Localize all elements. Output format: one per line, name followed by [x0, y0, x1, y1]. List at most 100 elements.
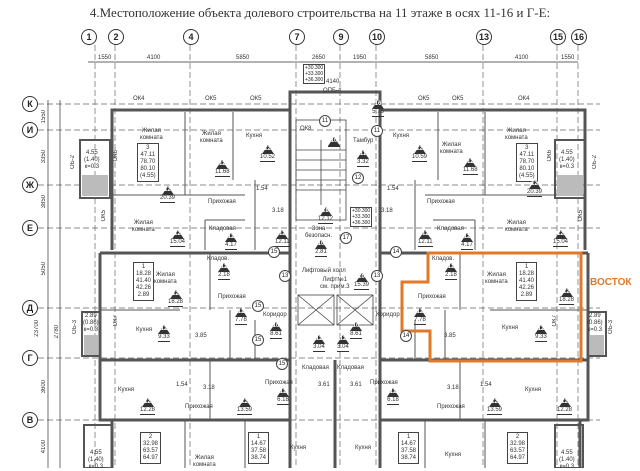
axis-marker-7: 7 [289, 29, 305, 45]
small-area: 3.61 [350, 382, 362, 388]
opening-label: ОК8 [300, 126, 312, 132]
floor-triangle-icon: 12 [161, 186, 174, 195]
room-name: Кладовая [302, 365, 329, 371]
apartment-info: 1 18.28 41.40 42.26 2.89 [133, 262, 155, 301]
room-name: Кухня [246, 133, 263, 139]
dimension-left: 3350 [41, 150, 47, 164]
balcony-area: 2.89 (0.86) к=0.3 [587, 313, 603, 333]
small-area: 3.18 [447, 385, 459, 391]
room-name: Кухня [525, 387, 542, 393]
dimension-top: 1550 [98, 55, 112, 61]
floor-triangle-icon: 12 [414, 308, 426, 317]
page-title: 4.Местоположение объекта долевого строит… [89, 5, 551, 20]
stair-and-lifts [295, 119, 374, 326]
room-name: Жилая комната [505, 128, 528, 141]
room-name: Коридор [263, 312, 287, 318]
axis-marker-k: К [22, 96, 38, 112]
room-name: Жилая комната [193, 455, 216, 468]
dimension-top: 4100 [147, 55, 161, 61]
floor-triangle-icon: 12 [554, 230, 567, 239]
room-name: Лифт№1 см. прим.3 [320, 277, 350, 290]
opening-label: ОБ-3 [608, 320, 614, 334]
circle-marker: 13 [279, 270, 291, 282]
circle-marker: 14 [400, 330, 412, 342]
room-name: Прихожая [208, 199, 236, 205]
floor-triangle-icon: 12 [337, 335, 349, 344]
circle-marker: 13 [371, 270, 383, 282]
floor-triangle-icon: 12 [158, 325, 170, 334]
room-name: Кладовая [209, 226, 236, 232]
dimension-left: 5050 [41, 262, 47, 276]
opening-label: ОК7 [552, 315, 558, 327]
floor-triangle-icon: 12 [488, 398, 501, 407]
small-area: 3.18 [203, 385, 215, 391]
room-name: Кухня [393, 133, 410, 139]
room-name: Прихожая [370, 380, 398, 386]
floor-triangle-icon: 12 [528, 180, 541, 189]
room-name: Кухня [355, 445, 372, 451]
room-name: Кухня [502, 325, 519, 331]
elevation-box: +30.300 +33.300 +36.300 [350, 207, 373, 227]
small-area: 3.85 [195, 333, 207, 339]
floor-triangle-icon: 12 [419, 230, 432, 239]
floor-triangle-icon: 12 [218, 263, 230, 272]
room-name: Жилая комната [140, 128, 163, 141]
room-name: Жилая комната [132, 220, 155, 233]
circle-marker: 11 [371, 125, 383, 137]
axis-marker-9: 9 [333, 29, 349, 45]
axis-marker-1: 1 [81, 29, 97, 45]
dimension-top: 5850 [236, 55, 250, 61]
room-name: Кухня [290, 445, 307, 451]
small-area: 1.54 [176, 382, 188, 388]
balcony-hatching [82, 175, 604, 355]
floor-triangle-icon: 12 [560, 288, 573, 297]
opening-label: ОК5 [578, 210, 584, 222]
floor-triangle-icon: 12 [535, 325, 547, 334]
floor-triangle-icon: 10 [270, 322, 282, 331]
balcony-area: 4.55 (1.40) к=0.3 [559, 150, 575, 170]
small-area: 1.54 [256, 186, 268, 192]
room-area: 10 [328, 137, 340, 147]
small-area: 3.18 [381, 208, 393, 214]
dimension-left: 1550 [41, 110, 47, 124]
axis-marker-zh: Ж [22, 177, 38, 193]
apartment-info: 1 14.67 37.58 38.74 [398, 432, 420, 464]
room-name: Прихожая [265, 380, 293, 386]
floor-triangle-icon: 10 [350, 322, 362, 331]
circle-marker: 14 [390, 246, 402, 258]
apartment-info: 3 47.11 78.70 80.10 (4.55) [516, 143, 538, 182]
apartment-info-highlighted: 1 18.28 41.40 42.26 2.89 [516, 262, 538, 301]
circle-marker: 15 [252, 300, 264, 312]
room-name: Кухня [445, 452, 462, 458]
opening-label: ОК6 [113, 150, 119, 162]
circle-marker: 15 [276, 358, 288, 370]
axis-marker-i: И [22, 122, 38, 138]
dimension-top: 5850 [425, 55, 439, 61]
room-name: Коридор [376, 312, 400, 318]
floor-triangle-icon: 12 [171, 230, 184, 239]
apartment-info: 2 32.98 63.57 64.97 [140, 432, 162, 464]
balcony-area: 4.55 (1.40) к=0.3 [559, 450, 575, 470]
opening-label: ОК4 [518, 96, 530, 102]
circle-marker: 12 [352, 172, 364, 184]
opening-label: ОК6 [547, 150, 553, 162]
floor-triangle-icon: 12 [238, 398, 251, 407]
opening-label: ОК7 [113, 315, 119, 327]
floor-triangle-icon: 10 [315, 240, 327, 249]
floor-triangle-icon: 12 [225, 233, 237, 242]
